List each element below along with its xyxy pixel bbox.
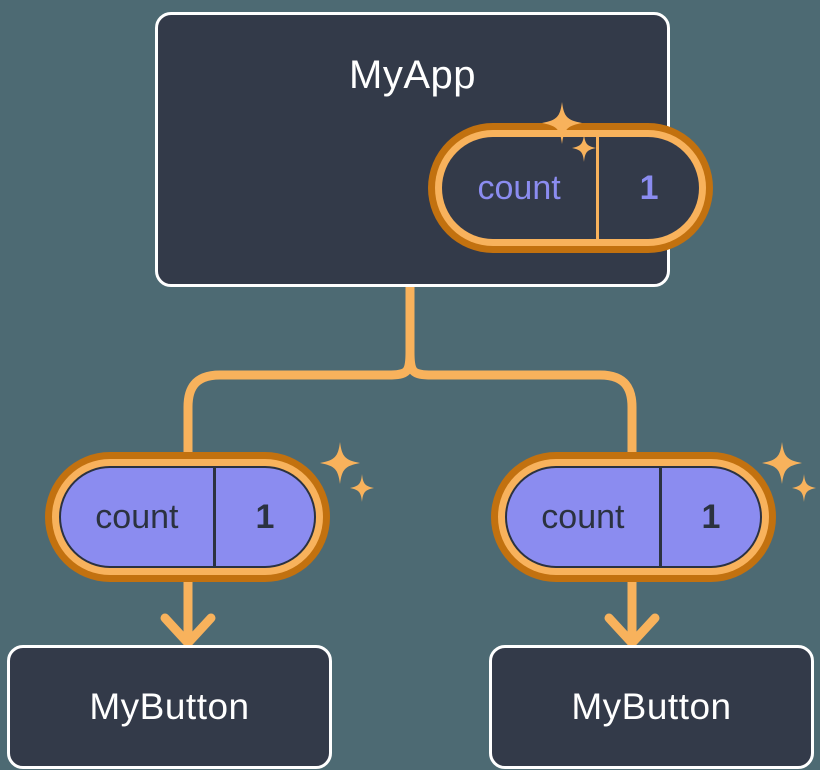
state-value: 1 bbox=[212, 468, 314, 566]
state-pill-child-right[interactable]: count 1 bbox=[491, 452, 776, 582]
state-pill-root[interactable]: count 1 bbox=[428, 123, 713, 253]
state-key: count bbox=[541, 497, 625, 536]
component-card-myapp[interactable]: MyApp count 1 bbox=[155, 12, 713, 287]
page-title: MyApp bbox=[349, 53, 476, 97]
component-card-mybutton-left[interactable]: MyButton bbox=[7, 645, 332, 769]
tree-branch-connector-mirror bbox=[183, 347, 415, 460]
state-pill-child-left[interactable]: count 1 bbox=[45, 452, 330, 582]
state-key: count bbox=[477, 168, 561, 207]
component-card-mybutton-right[interactable]: MyButton bbox=[489, 645, 814, 769]
state-pill-body: count 1 bbox=[59, 466, 316, 568]
state-value: 1 bbox=[596, 137, 699, 239]
down-arrow-icon-right-head bbox=[604, 613, 660, 648]
state-pill-ring: count 1 bbox=[435, 130, 706, 246]
state-value: 1 bbox=[658, 468, 760, 566]
state-pill-body: count 1 bbox=[505, 466, 762, 568]
state-pill-ring: count 1 bbox=[498, 459, 769, 575]
state-pill-ring: count 1 bbox=[52, 459, 323, 575]
component-label: MyButton bbox=[571, 686, 732, 727]
down-arrow-icon-left-head bbox=[160, 613, 216, 648]
component-label: MyButton bbox=[89, 686, 250, 727]
state-pill-body: count 1 bbox=[442, 137, 699, 239]
state-key: count bbox=[95, 497, 179, 536]
tree-branch-connector bbox=[405, 282, 637, 460]
